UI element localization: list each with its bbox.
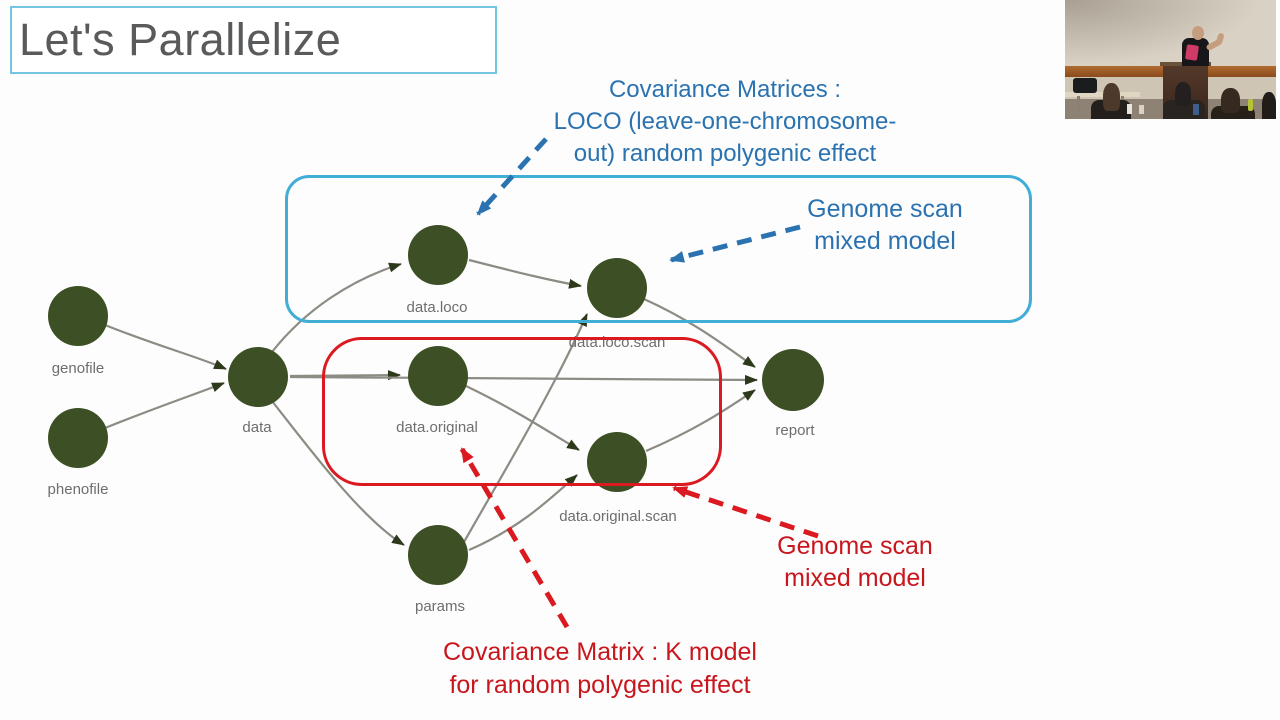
- label-params: params: [415, 598, 465, 615]
- webcam-overlay: [1065, 0, 1276, 119]
- label-phenofile: phenofile: [48, 481, 109, 498]
- edge-params-datalocoscan: [463, 313, 589, 543]
- node-genofile: [48, 286, 108, 346]
- webcam-bottle: [1248, 99, 1253, 111]
- edge-dataoriginal-scan: [465, 385, 580, 451]
- original-pipeline-highlight-box: [322, 337, 722, 486]
- webcam-table-leg: [1077, 96, 1080, 112]
- note-genome-scan-loco: Genome scan mixed model: [807, 195, 963, 255]
- audience-head: [1175, 82, 1191, 106]
- edge-data-report: [289, 374, 758, 385]
- label-data: data: [242, 419, 272, 436]
- node-params: [408, 525, 468, 585]
- node-phenofile: [48, 408, 108, 468]
- loco-pipeline-highlight-box: [285, 175, 1032, 323]
- node-data-loco-scan: [587, 258, 647, 318]
- edge-datalocoscan-report: [643, 297, 756, 368]
- slide-title: Let's Parallelize: [19, 14, 342, 65]
- node-data-original: [408, 346, 468, 406]
- webcam-cup: [1139, 105, 1144, 114]
- webcam-wall-shading: [1065, 0, 1276, 70]
- arrow-genome-scan-loco: [669, 224, 801, 263]
- edge-dataoriginalscan-report: [645, 389, 756, 453]
- edge-data-params: [271, 400, 405, 546]
- webcam-object: [1193, 104, 1199, 115]
- node-data-loco: [408, 225, 468, 285]
- note-genome-scan-original: Genome scan mixed model: [777, 532, 933, 592]
- note-covariance-loco: Covariance Matrices : LOCO (leave-one-ch…: [553, 76, 897, 167]
- slide-title-box: Let's Parallelize: [10, 6, 497, 74]
- edge-dataloco-datalocoscan: [468, 258, 582, 289]
- graph-nodes: [48, 225, 824, 585]
- edge-data-dataloco: [271, 262, 402, 353]
- label-report: report: [775, 422, 815, 439]
- presenter-shirt-design: [1185, 44, 1199, 61]
- webcam-table: [1065, 92, 1140, 97]
- node-report: [762, 349, 824, 411]
- webcam-bag: [1073, 78, 1097, 93]
- webcam-cup: [1127, 104, 1132, 114]
- audience-head: [1103, 83, 1120, 111]
- arrow-covariance-loco: [476, 137, 548, 216]
- edge-phenofile-data: [104, 381, 225, 430]
- label-genofile: genofile: [52, 360, 105, 377]
- node-data: [228, 347, 288, 407]
- label-data-loco: data.loco: [407, 299, 468, 316]
- audience-head: [1221, 88, 1240, 113]
- arrow-covariance-k: [459, 447, 570, 629]
- arrow-genome-scan-original: [672, 485, 819, 539]
- note-covariance-k: Covariance Matrix : K model for random p…: [442, 638, 757, 699]
- node-data-original-scan: [587, 432, 647, 492]
- label-data-original-scan: data.original.scan: [559, 508, 677, 525]
- edge-genofile-data: [104, 323, 227, 371]
- presenter-head: [1192, 26, 1204, 40]
- label-data-original: data.original: [396, 419, 478, 436]
- audience-head: [1262, 92, 1276, 119]
